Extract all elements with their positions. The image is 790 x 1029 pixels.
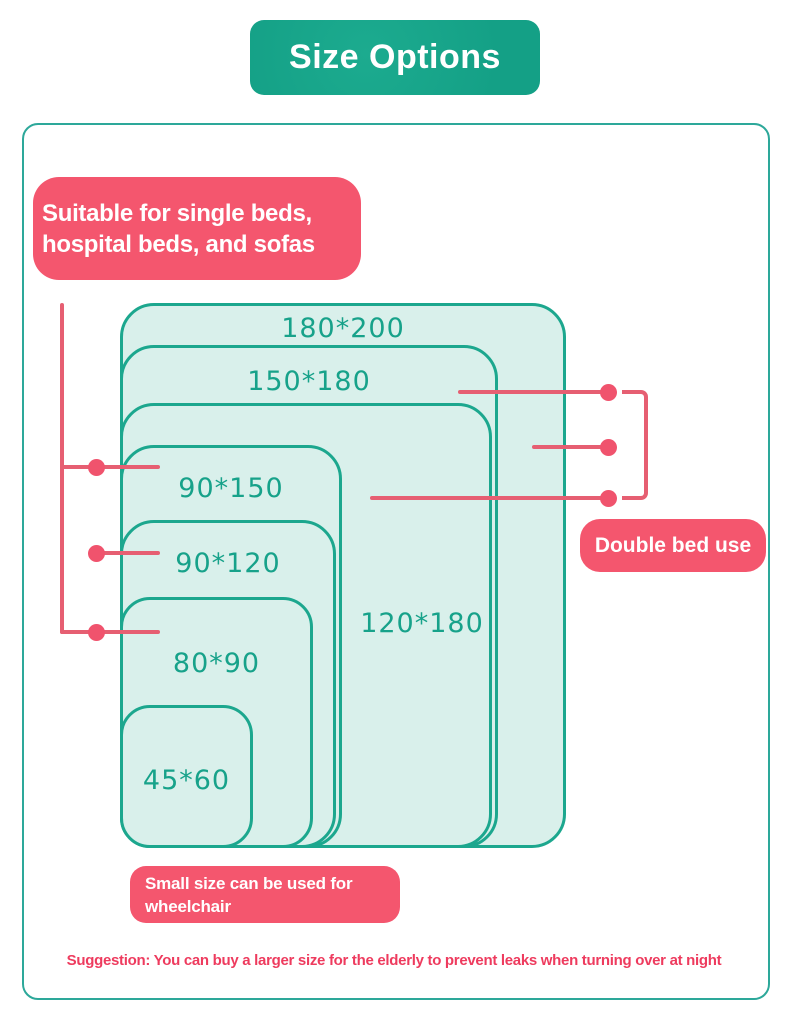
size-box-45x60 xyxy=(120,705,253,848)
suitable-for-line2: hospital beds, and sofas xyxy=(42,230,315,258)
suggestion-text: Suggestion: You can buy a larger size fo… xyxy=(66,952,722,969)
left-connector-dot-middle xyxy=(88,545,105,562)
right-connector-line-top xyxy=(458,390,608,394)
size-label-45x60: 45*60 xyxy=(142,765,231,796)
right-connector-dot-top xyxy=(600,384,617,401)
small-size-line2: wheelchair xyxy=(145,896,231,916)
right-connector-line-middle xyxy=(532,445,608,449)
size-label-90x120: 90*120 xyxy=(175,548,281,579)
left-connector-line-bottom xyxy=(60,630,160,634)
suitable-for-badge: Suitable for single beds, hospital beds,… xyxy=(33,177,361,280)
right-connector-dot-bottom xyxy=(600,490,617,507)
small-size-line1: Small size can be used for xyxy=(145,873,353,893)
left-connector-line-middle xyxy=(94,551,160,555)
page-title: Size Options xyxy=(289,38,501,76)
suitable-for-line1: Suitable for single beds, xyxy=(42,199,312,227)
left-connector-dot-top xyxy=(88,459,105,476)
size-label-180x200: 180*200 xyxy=(281,313,405,344)
small-size-badge: Small size can be used for wheelchair xyxy=(130,866,400,923)
page-title-badge: Size Options xyxy=(250,20,540,95)
left-connector-dot-bottom xyxy=(88,624,105,641)
size-label-120x180: 120*180 xyxy=(360,608,484,639)
right-connector-bracket xyxy=(622,390,648,500)
right-connector-line-bottom xyxy=(370,496,608,500)
size-label-150x180: 150*180 xyxy=(247,366,371,397)
size-label-90x150: 90*150 xyxy=(178,473,284,504)
double-bed-use-badge: Double bed use xyxy=(580,519,766,572)
size-label-80x90: 80*90 xyxy=(172,648,261,679)
double-bed-use-label: Double bed use xyxy=(594,533,752,557)
left-connector-line-top xyxy=(60,465,160,469)
right-connector-dot-middle xyxy=(600,439,617,456)
